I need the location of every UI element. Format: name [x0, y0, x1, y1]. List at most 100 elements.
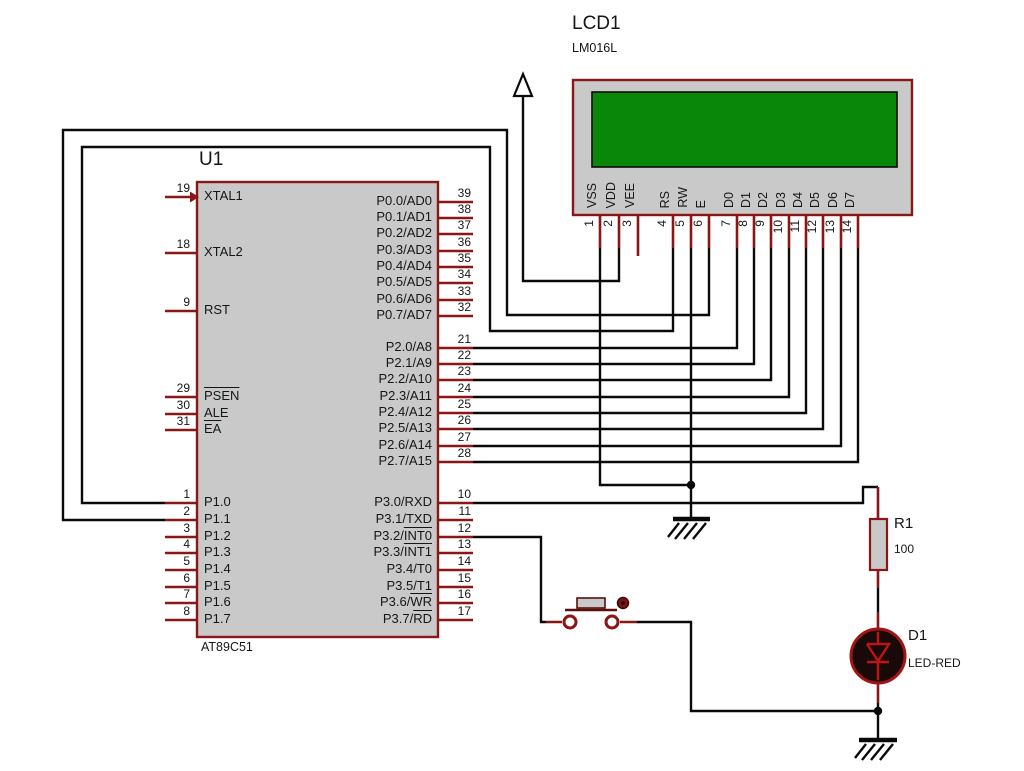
xtal1-arrow-icon — [190, 191, 199, 203]
pin-stubs — [165, 195, 880, 703]
pin-number: 10 — [457, 487, 471, 501]
d1-value: LED-RED — [908, 656, 961, 670]
button-terminal — [604, 614, 620, 630]
pin-label: P1.4 — [204, 561, 231, 576]
lcd-pin-label: RW — [676, 187, 690, 208]
pin-number: 35 — [457, 251, 471, 265]
pin-label: P0.3/AD3 — [376, 242, 432, 257]
ground-icon — [854, 737, 897, 761]
button-cap[interactable] — [576, 597, 606, 609]
lcd-pin-number: 10 — [771, 220, 785, 234]
junction-dots — [686, 480, 883, 716]
resistor-r1[interactable] — [868, 517, 889, 572]
pin-label: ALE — [204, 405, 229, 420]
pin-number: 26 — [457, 413, 471, 427]
pin-label: P0.4/AD4 — [376, 258, 432, 273]
pin-number: 11 — [458, 504, 471, 518]
pin-number: 4 — [183, 537, 190, 551]
pin-label: P2.5/A13 — [378, 420, 433, 435]
pin-label: P1.6 — [204, 594, 231, 609]
led-d1[interactable] — [849, 627, 907, 685]
lcd-pin-number: 2 — [601, 220, 615, 227]
lcd-pin-number: 9 — [753, 220, 767, 227]
pin-number: 7 — [183, 587, 190, 601]
pin-label: P0.1/AD1 — [376, 209, 432, 224]
pin-label: P3.6/WR — [379, 594, 432, 609]
lcd-pin-number: 13 — [823, 220, 837, 234]
pin-label: P1.0 — [204, 494, 231, 509]
lcd-module[interactable] — [571, 78, 914, 217]
pin-label: P3.7/RD — [382, 611, 432, 626]
pin-number: 16 — [457, 587, 471, 601]
pin-label: P3.2/INT0 — [373, 528, 432, 543]
pin-label: P1.5 — [204, 578, 231, 593]
r1-value: 100 — [894, 542, 915, 556]
pin-label: P2.1/A9 — [385, 355, 432, 370]
lcd-screen — [591, 91, 898, 168]
pin-label: P0.5/AD5 — [376, 274, 432, 289]
lcd-pin-label: VEE — [623, 182, 637, 208]
pin-number: 38 — [457, 202, 471, 216]
pin-number: 12 — [457, 521, 471, 535]
pin-label: P3.1/TXD — [375, 511, 432, 526]
pin-label: XTAL2 — [204, 244, 243, 259]
pin-label: P2.2/A10 — [378, 371, 433, 386]
pin-number: 28 — [457, 446, 471, 460]
pin-number: 13 — [457, 537, 471, 551]
pin-label: XTAL1 — [204, 188, 243, 203]
pin-number: 21 — [457, 332, 471, 346]
led-diode-symbol — [865, 632, 892, 680]
pin-number: 36 — [457, 235, 471, 249]
lcd-pin-number: 8 — [736, 220, 750, 227]
lcd-pin-label: D5 — [808, 192, 822, 208]
pin-number: 2 — [183, 504, 190, 518]
pin-label: P0.0/AD0 — [376, 193, 432, 208]
button-terminal — [562, 614, 578, 630]
u1-body[interactable] — [195, 180, 440, 639]
lcd-pin-label: D4 — [791, 192, 805, 208]
pin-number: 5 — [183, 554, 190, 568]
lcd-pin-label: RS — [658, 190, 672, 208]
lcd-pin-number: 3 — [620, 220, 634, 227]
pin-number: 30 — [176, 398, 190, 412]
pin-label: P1.1 — [204, 511, 231, 526]
pin-label: P1.3 — [204, 544, 231, 559]
lcd-pin-number: 4 — [655, 220, 669, 227]
d1-ref: D1 — [908, 627, 928, 644]
pin-label: PSEN — [204, 388, 240, 403]
lcd-pin-label: D1 — [739, 192, 753, 208]
pin-number: 39 — [457, 186, 471, 200]
pin-number: 34 — [457, 267, 471, 281]
u1-chip[interactable] — [190, 180, 440, 639]
pin-label: P3.0/RXD — [374, 494, 432, 509]
pin-number: 15 — [457, 571, 471, 585]
pin-number: 18 — [176, 237, 190, 251]
pin-label: P1.2 — [204, 528, 231, 543]
pin-number: 29 — [176, 381, 190, 395]
pin-number: 19 — [176, 181, 190, 195]
pin-label: P0.2/AD2 — [376, 225, 432, 240]
pin-label: P1.7 — [204, 611, 231, 626]
u1-part: AT89C51 — [201, 640, 253, 654]
pin-number: 23 — [457, 364, 471, 378]
pin-label: P2.6/A14 — [378, 437, 433, 452]
lcd-pin-label: D7 — [843, 192, 857, 208]
lcd-pin-label: E — [694, 199, 708, 208]
button-actuator-dot — [621, 601, 625, 605]
pin-label: P3.3/INT1 — [373, 544, 432, 559]
pin-number: 6 — [183, 571, 190, 585]
pin-label: P2.0/A8 — [385, 339, 432, 354]
pin-number: 32 — [457, 300, 471, 314]
pin-number: 27 — [457, 430, 471, 444]
pin-number: 3 — [183, 521, 190, 535]
lcd-pin-number: 14 — [840, 220, 854, 234]
lcd-pin-label: VSS — [585, 182, 599, 208]
lcd-pin-number: 7 — [719, 220, 733, 227]
lcd-pin-label: D6 — [826, 192, 840, 208]
pin-number: 22 — [457, 348, 471, 362]
pin-number: 9 — [183, 295, 190, 309]
pin-number: 31 — [176, 414, 190, 428]
push-button[interactable] — [562, 596, 630, 630]
